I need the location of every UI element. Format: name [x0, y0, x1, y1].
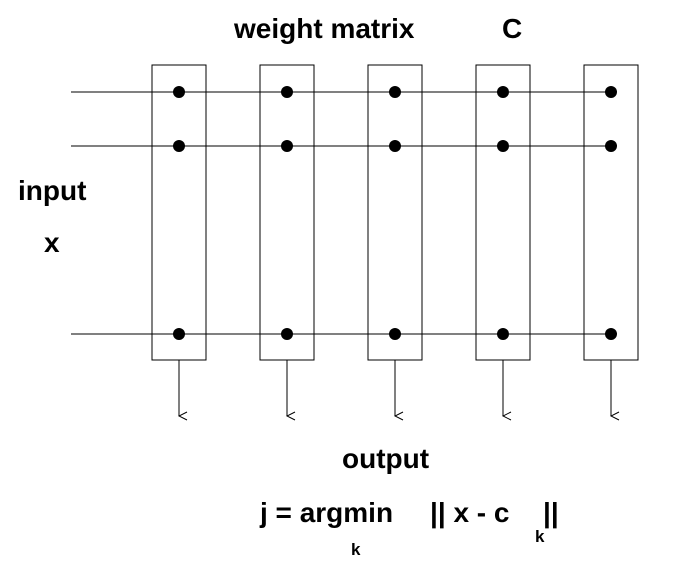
weight-dot-r3-c4 — [497, 328, 509, 340]
matrix-symbol-c: C — [502, 13, 522, 44]
weight-dot-r2-c1 — [173, 140, 185, 152]
formula-subscript-ck: k — [535, 527, 545, 546]
weight-dot-r1-c5 — [605, 86, 617, 98]
formula-argmin: j = argmin — [259, 497, 393, 528]
formula-subscript-k: k — [351, 540, 361, 559]
weight-dot-r2-c4 — [497, 140, 509, 152]
output-label: output — [342, 443, 429, 474]
weight-column-box-2 — [259, 64, 315, 361]
weight-column-box-5 — [583, 64, 639, 361]
weight-dot-r1-c4 — [497, 86, 509, 98]
weight-dot-r3-c2 — [281, 328, 293, 340]
formula-norm-close: || — [543, 497, 559, 528]
weight-dot-r3-c5 — [605, 328, 617, 340]
matrix-grid — [71, 64, 639, 416]
weight-dot-r1-c2 — [281, 86, 293, 98]
weight-dot-r3-c3 — [389, 328, 401, 340]
input-label: input — [18, 175, 86, 206]
weight-column-box-4 — [475, 64, 531, 361]
weight-dot-r1-c1 — [173, 86, 185, 98]
input-symbol-x: x — [44, 227, 60, 258]
weight-dot-r1-c3 — [389, 86, 401, 98]
weight-dot-r2-c5 — [605, 140, 617, 152]
weight-column-box-1 — [151, 64, 207, 361]
weight-matrix-title: weight matrix — [233, 13, 415, 44]
weight-dot-r2-c2 — [281, 140, 293, 152]
weight-dot-r2-c3 — [389, 140, 401, 152]
weight-dot-r3-c1 — [173, 328, 185, 340]
formula-norm: || x - c — [430, 497, 509, 528]
weight-column-box-3 — [367, 64, 423, 361]
